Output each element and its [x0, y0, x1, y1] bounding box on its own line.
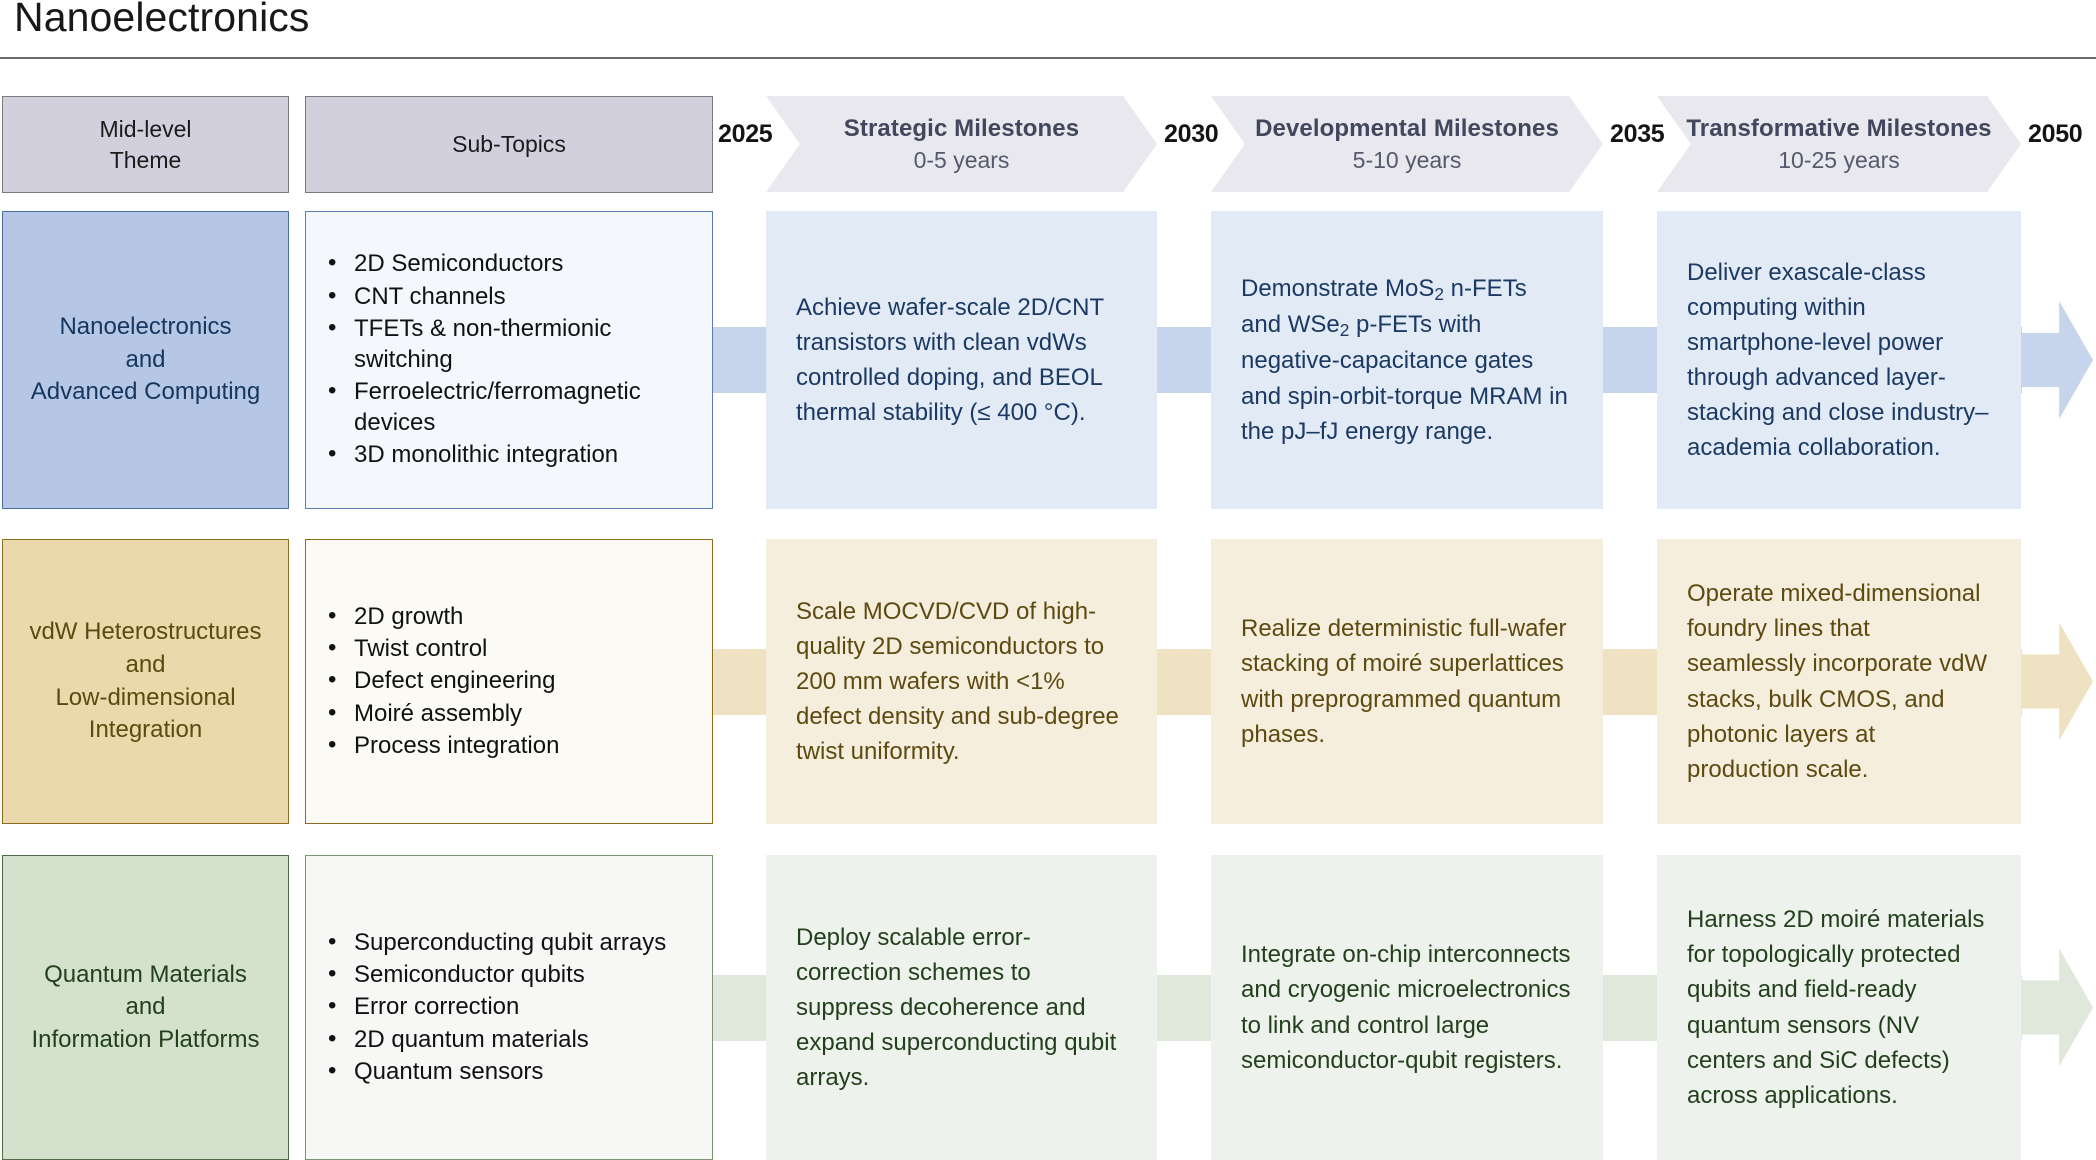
list-item: 3D monolithic integration	[328, 438, 696, 470]
milestone-text: Harness 2D moiré materials for topologic…	[1687, 906, 1985, 1109]
theme-box-nanoelectronics[interactable]: Nanoelectronics and Advanced Computing	[2, 211, 289, 509]
theme-box-quantum-materials[interactable]: Quantum Materials and Information Platfo…	[2, 855, 289, 1160]
year-marker-2050: 2050	[2028, 120, 2083, 148]
milestone-header-strategic: Strategic Milestones 0-5 years	[766, 96, 1157, 192]
theme-label: vdW Heterostructures and Low-dimensional…	[29, 618, 262, 744]
subtopics-list: 2D SemiconductorsCNT channelsTFETs & non…	[326, 247, 696, 471]
milestone-header-transformative: Transformative Milestones 10-25 years	[1657, 96, 2021, 192]
milestone-text: Operate mixed-dimensional foundry lines …	[1687, 580, 1988, 783]
theme-label: Quantum Materials and Information Platfo…	[31, 960, 260, 1053]
list-item: CNT channels	[328, 280, 696, 312]
list-item: 2D growth	[328, 600, 696, 632]
list-item: TFETs & non-thermionic switching	[328, 312, 696, 375]
header-mid-level-theme: Mid-level Theme	[2, 96, 289, 193]
year-marker-2025: 2025	[718, 120, 773, 148]
header-sub-topics: Sub-Topics	[305, 96, 713, 193]
milestone-cell[interactable]: Achieve wafer-scale 2D/CNT transistors w…	[766, 211, 1157, 509]
list-item: Ferroelectric/ferromagnetic devices	[328, 375, 696, 438]
list-item: Defect engineering	[328, 664, 696, 696]
list-item: 2D quantum materials	[328, 1023, 696, 1055]
milestone-cell[interactable]: Operate mixed-dimensional foundry lines …	[1657, 539, 2021, 824]
milestone-header-title: Strategic Milestones	[843, 115, 1080, 143]
milestone-cell[interactable]: Harness 2D moiré materials for topologic…	[1657, 855, 2021, 1160]
theme-label: Nanoelectronics and Advanced Computing	[30, 313, 261, 406]
milestone-header-developmental: Developmental Milestones 5-10 years	[1211, 96, 1603, 192]
year-marker-2030: 2030	[1164, 120, 1219, 148]
milestone-text: Scale MOCVD/CVD of high-quality 2D semic…	[796, 597, 1119, 766]
subtopics-box-vdw-heterostructures[interactable]: 2D growthTwist controlDefect engineering…	[305, 539, 713, 824]
subtopics-box-quantum-materials[interactable]: Superconducting qubit arraysSemiconducto…	[305, 855, 713, 1160]
milestone-header-title: Transformative Milestones	[1686, 115, 1992, 143]
list-item: Quantum sensors	[328, 1055, 696, 1087]
list-item: Error correction	[328, 990, 696, 1022]
timeline-arrow-icon	[2021, 301, 2093, 419]
subtopics-list: Superconducting qubit arraysSemiconducto…	[326, 926, 696, 1088]
list-item: Twist control	[328, 632, 696, 664]
list-item: Semiconductor qubits	[328, 958, 696, 990]
subtopics-list: 2D growthTwist controlDefect engineering…	[326, 600, 696, 762]
milestone-text: Deploy scalable error-correction schemes…	[796, 923, 1117, 1092]
milestone-cell[interactable]: Scale MOCVD/CVD of high-quality 2D semic…	[766, 539, 1157, 824]
milestone-cell[interactable]: Deliver exascale-class computing within …	[1657, 211, 2021, 509]
milestone-text: Achieve wafer-scale 2D/CNT transistors w…	[796, 293, 1104, 427]
milestone-cell[interactable]: Realize deterministic full-wafer stackin…	[1211, 539, 1603, 824]
timeline-arrow-icon	[2021, 948, 2093, 1067]
milestone-text: Deliver exascale-class computing within …	[1687, 258, 1989, 462]
subtopics-box-nanoelectronics[interactable]: 2D SemiconductorsCNT channelsTFETs & non…	[305, 211, 713, 509]
milestone-text: Integrate on-chip interconnects and cryo…	[1241, 941, 1571, 1074]
milestone-cell[interactable]: Deploy scalable error-correction schemes…	[766, 855, 1157, 1160]
list-item: Superconducting qubit arrays	[328, 926, 696, 958]
roadmap-row: vdW Heterostructures and Low-dimensional…	[0, 539, 2096, 824]
milestone-text: Demonstrate MoS2 n-FETs and WSe2 p-FETs …	[1241, 275, 1568, 445]
milestone-text: Realize deterministic full-wafer stackin…	[1241, 615, 1567, 748]
milestone-header-title: Developmental Milestones	[1255, 115, 1559, 143]
title-divider	[0, 57, 2096, 59]
roadmap-row: Nanoelectronics and Advanced Computing 2D…	[0, 211, 2096, 509]
milestone-header-horizon: 0-5 years	[913, 146, 1010, 173]
milestone-header-horizon: 5-10 years	[1352, 146, 1462, 173]
timeline-arrow-icon	[2021, 622, 2093, 741]
list-item: 2D Semiconductors	[328, 247, 696, 279]
list-item: Moiré assembly	[328, 697, 696, 729]
milestone-cell[interactable]: Demonstrate MoS2 n-FETs and WSe2 p-FETs …	[1211, 211, 1603, 509]
milestone-header-horizon: 10-25 years	[1778, 146, 1900, 173]
roadmap-row: Quantum Materials and Information Platfo…	[0, 855, 2096, 1160]
page-title: Nanoelectronics	[14, 0, 310, 40]
year-marker-2035: 2035	[1610, 120, 1665, 148]
list-item: Process integration	[328, 729, 696, 761]
theme-box-vdw-heterostructures[interactable]: vdW Heterostructures and Low-dimensional…	[2, 539, 289, 824]
milestone-cell[interactable]: Integrate on-chip interconnects and cryo…	[1211, 855, 1603, 1160]
